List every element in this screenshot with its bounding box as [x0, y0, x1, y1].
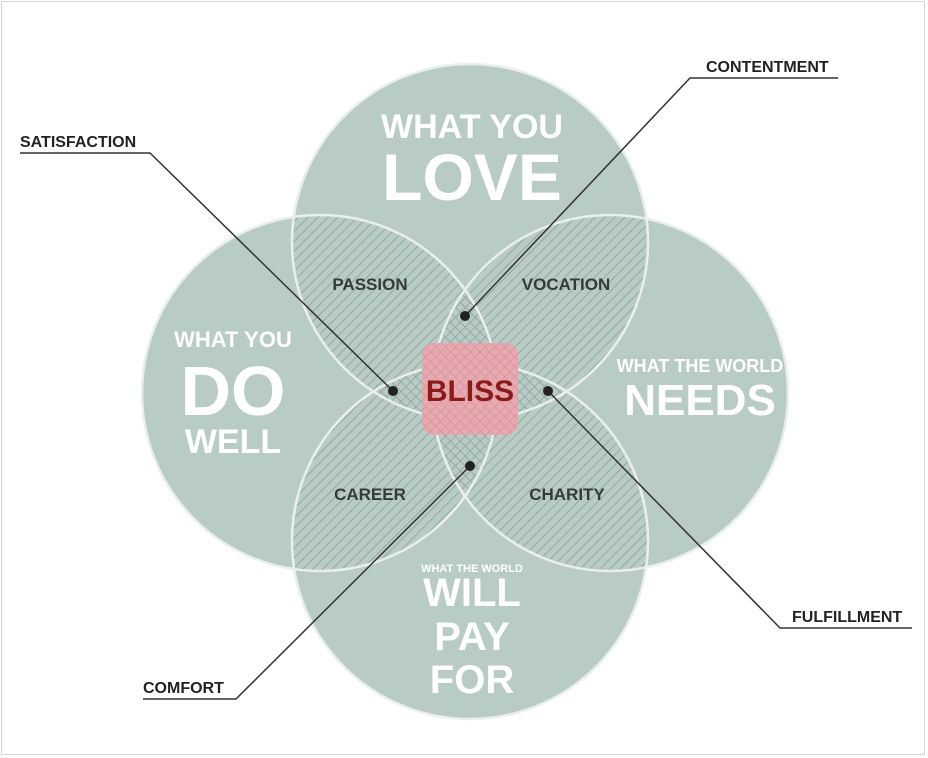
contentment-dot: [460, 311, 470, 321]
charity-label: CHARITY: [529, 485, 605, 504]
do-well-line1: WHAT YOU: [174, 327, 292, 352]
leader-lines: [20, 77, 912, 700]
contentment-leader: [464, 77, 838, 317]
satisfaction-leader: [20, 152, 394, 392]
fulfillment-dot: [543, 386, 553, 396]
fulfillment-leader: [547, 390, 912, 629]
needs-line2: NEEDS: [624, 376, 776, 425]
bliss-label: BLISS: [426, 375, 514, 408]
pay-for-line4: FOR: [430, 658, 515, 702]
fulfillment-callout: FULFILLMENT: [792, 609, 902, 626]
comfort-leader: [143, 465, 471, 700]
pay-for-line2: WILL: [423, 571, 521, 615]
satisfaction-dot: [388, 386, 398, 396]
career-label: CAREER: [334, 485, 406, 504]
pay-for-line3: PAY: [434, 615, 510, 659]
love-line2: LOVE: [382, 140, 562, 214]
do-well-line3: WELL: [185, 423, 281, 461]
passion-label: PASSION: [332, 275, 407, 294]
bliss-center-area: [422, 343, 518, 435]
needs-line1: WHAT THE WORLD: [617, 356, 784, 376]
vocation-label: VOCATION: [522, 275, 610, 294]
do-well-line2: DO: [181, 352, 286, 430]
pay-for-line1: WHAT THE WORLD: [421, 563, 523, 575]
contentment-callout: CONTENTMENT: [706, 59, 829, 76]
leader-dots: [388, 311, 553, 471]
comfort-callout: COMFORT: [143, 680, 224, 697]
comfort-dot: [465, 461, 475, 471]
satisfaction-callout: SATISFACTION: [20, 134, 136, 151]
love-line1: WHAT YOU: [381, 108, 563, 146]
